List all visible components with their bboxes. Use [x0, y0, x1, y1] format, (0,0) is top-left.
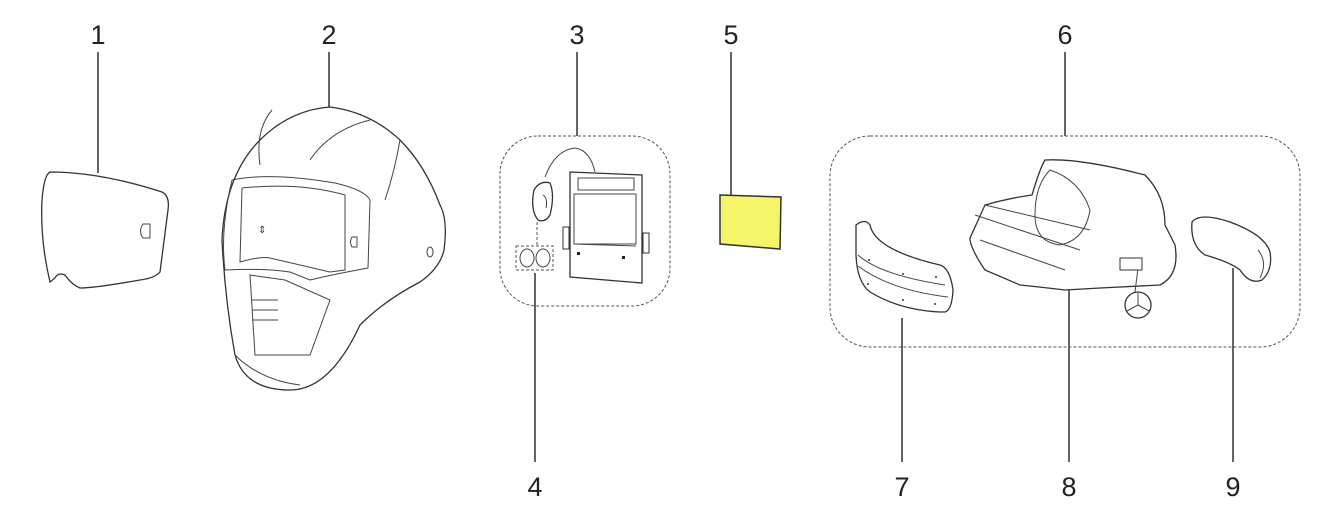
callout-7: 7 [894, 472, 909, 502]
callout-4: 4 [527, 472, 542, 502]
callout-8: 8 [1061, 472, 1076, 502]
outer-protection-plate-part [41, 171, 170, 289]
headband-part [969, 159, 1177, 319]
group-box-3 [499, 135, 671, 307]
batteries-part [515, 245, 554, 271]
callout-2: 2 [321, 20, 336, 50]
group-box-6 [829, 135, 1301, 348]
helmet-shell-part: ⇕ [221, 106, 446, 391]
adf-cassette-part [532, 147, 650, 284]
comfort-pad-part [1191, 216, 1272, 282]
callout-9: 9 [1225, 472, 1240, 502]
callout-6: 6 [1057, 20, 1072, 50]
inside-protection-plate-part [719, 194, 782, 250]
sweatband-part [855, 220, 954, 313]
callout-5: 5 [723, 20, 738, 50]
callout-3: 3 [569, 20, 584, 50]
adjust-arrow-icon: ⇕ [258, 225, 266, 236]
callout-1: 1 [90, 20, 105, 50]
